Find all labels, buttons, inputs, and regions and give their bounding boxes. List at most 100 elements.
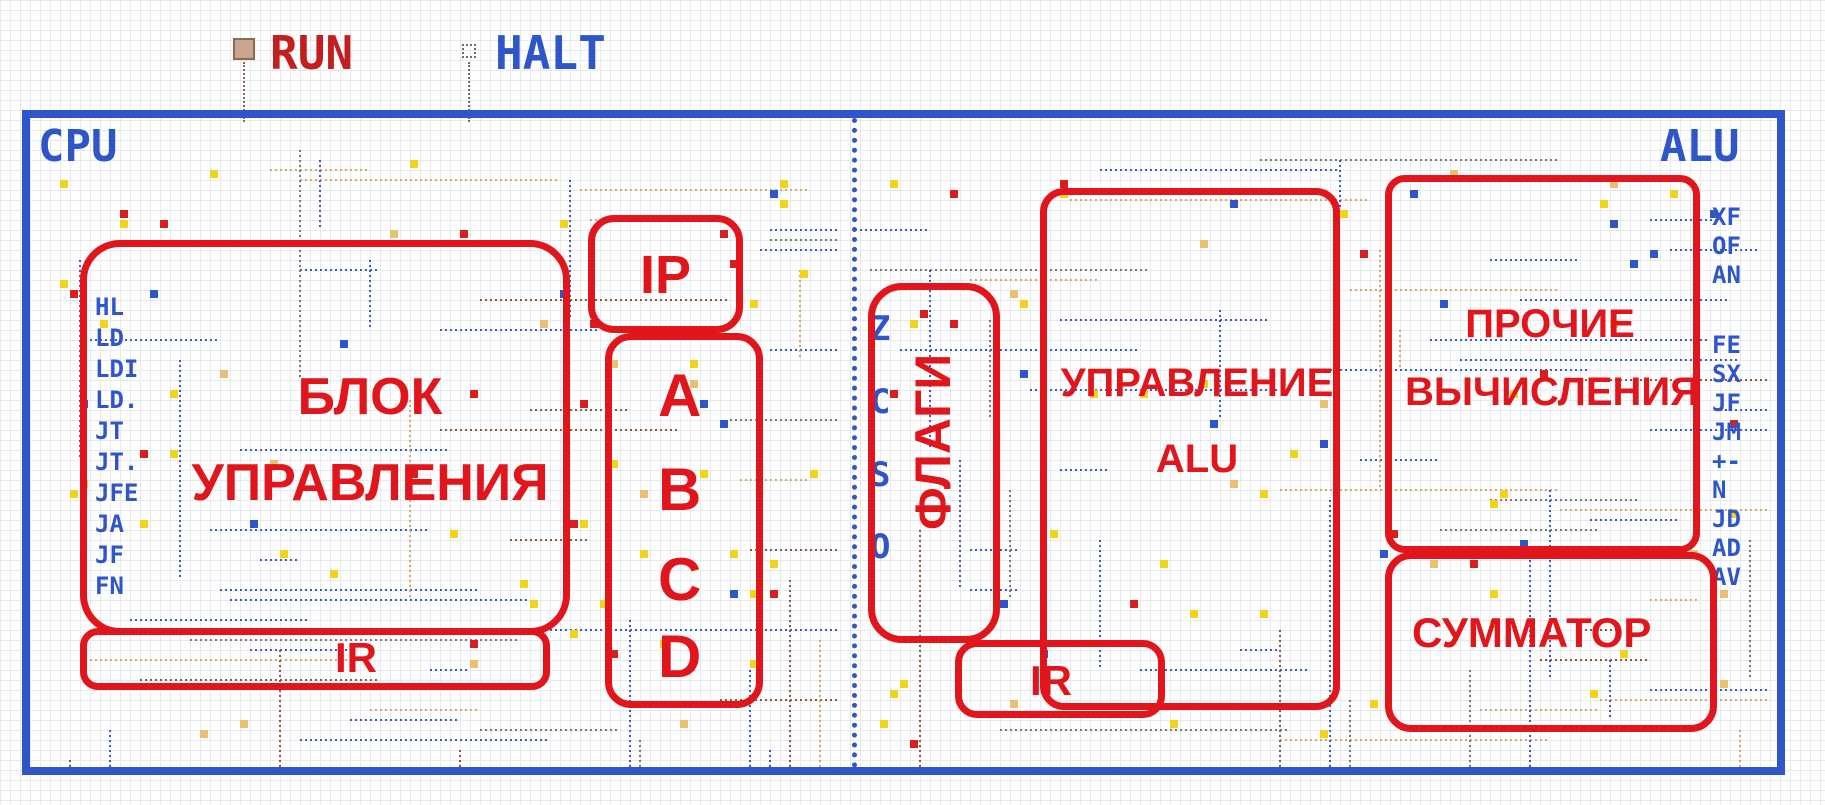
logic-component [150,290,158,298]
instruction-label: FN [95,572,124,600]
logic-component [1260,610,1268,618]
run-switch[interactable] [233,38,255,60]
logic-component [700,400,708,408]
alu-op-label: AV [1712,563,1741,591]
logic-component [240,720,248,728]
logic-component [410,470,418,478]
flag-pin-o: O [870,527,891,567]
instruction-label: JT. [95,448,139,476]
logic-component [60,180,68,188]
logic-component [1320,400,1328,408]
logic-component [900,680,908,688]
logic-component [1170,720,1178,728]
logic-component [880,720,888,728]
flags-label: ФЛАГИ [905,353,961,530]
logic-component [70,490,78,498]
logic-component [750,300,758,308]
logic-component [1610,180,1618,188]
halt-label: HALT [495,26,606,80]
logic-component [1430,560,1438,568]
logic-component [580,520,588,528]
flag-pin-s: S [870,455,891,495]
logic-component [780,200,788,208]
logic-component [560,220,568,228]
logic-component [1200,240,1208,248]
logic-component [340,340,348,348]
logic-component [1720,680,1728,688]
logic-component [910,740,918,748]
logic-component [1190,610,1198,618]
logic-component [580,400,588,408]
logic-component [950,320,958,328]
flag-pin-c: C [870,382,891,422]
logic-component [1630,260,1638,268]
logic-component [1490,590,1498,598]
logic-component [1360,250,1368,258]
logic-component [140,450,148,458]
control-block-label: БЛОК УПРАВЛЕНИЯ [191,368,549,512]
instruction-label: JF [95,541,124,569]
reg-a-label: A [658,362,702,429]
logic-component [220,370,228,378]
logic-component [330,570,338,578]
logic-component [730,550,738,558]
logic-component [890,180,898,188]
run-label: RUN [270,26,354,80]
logic-component [750,660,758,668]
logic-component [810,470,818,478]
logic-component [690,380,698,388]
logic-component [910,320,918,328]
logic-component [280,550,288,558]
adder-box [1385,552,1717,732]
logic-component [1230,200,1238,208]
logic-component [610,650,618,658]
logic-component [890,390,898,398]
other-calc-label: ПРОЧИЕ ВЫЧИСЛЕНИЯ [1405,302,1699,414]
alu-op-list: XF OF AN FE SX JF JM +- N JD AD AV [1712,205,1772,594]
alu-op-label: +- [1712,447,1741,475]
logic-component [1320,440,1328,448]
logic-component [570,630,578,638]
logic-component [680,720,688,728]
logic-component [890,690,898,698]
frame-divider [852,118,857,768]
logic-component [210,170,218,178]
logic-component [750,590,758,598]
logic-component [460,230,468,238]
alu-control-box [1040,188,1340,710]
logic-component [1490,620,1498,628]
flags-box [868,283,1000,643]
logic-component [1510,390,1518,398]
reg-d-label: D [658,623,702,690]
logic-component [1730,510,1738,518]
alu-op-label: AD [1712,534,1741,562]
adder-label: СУММАТОР [1412,609,1652,656]
logic-component [920,310,928,318]
alu-op-label: FE [1712,331,1741,359]
ir-right-box [955,640,1165,718]
logic-component [1590,690,1598,698]
logic-component [1520,540,1528,548]
logic-component [730,260,738,268]
logic-component [390,230,398,238]
logic-component [570,520,578,528]
logic-component [1010,290,1018,298]
halt-switch[interactable] [462,44,476,58]
ir-left-box [80,628,550,690]
logic-component [690,360,698,368]
logic-component [720,420,728,428]
logic-component [1010,700,1018,708]
logic-component [1020,300,1028,308]
alu-op-label: JD [1712,505,1741,533]
logic-component [540,320,548,328]
logic-component [1020,370,1028,378]
instruction-label: LDI [95,355,139,383]
halt-wire [468,62,470,122]
logic-component [1130,600,1138,608]
logic-component [160,220,168,228]
logic-component [640,550,648,558]
logic-component [60,280,68,288]
logic-component [1230,480,1238,488]
reg-c-label: C [658,546,702,613]
